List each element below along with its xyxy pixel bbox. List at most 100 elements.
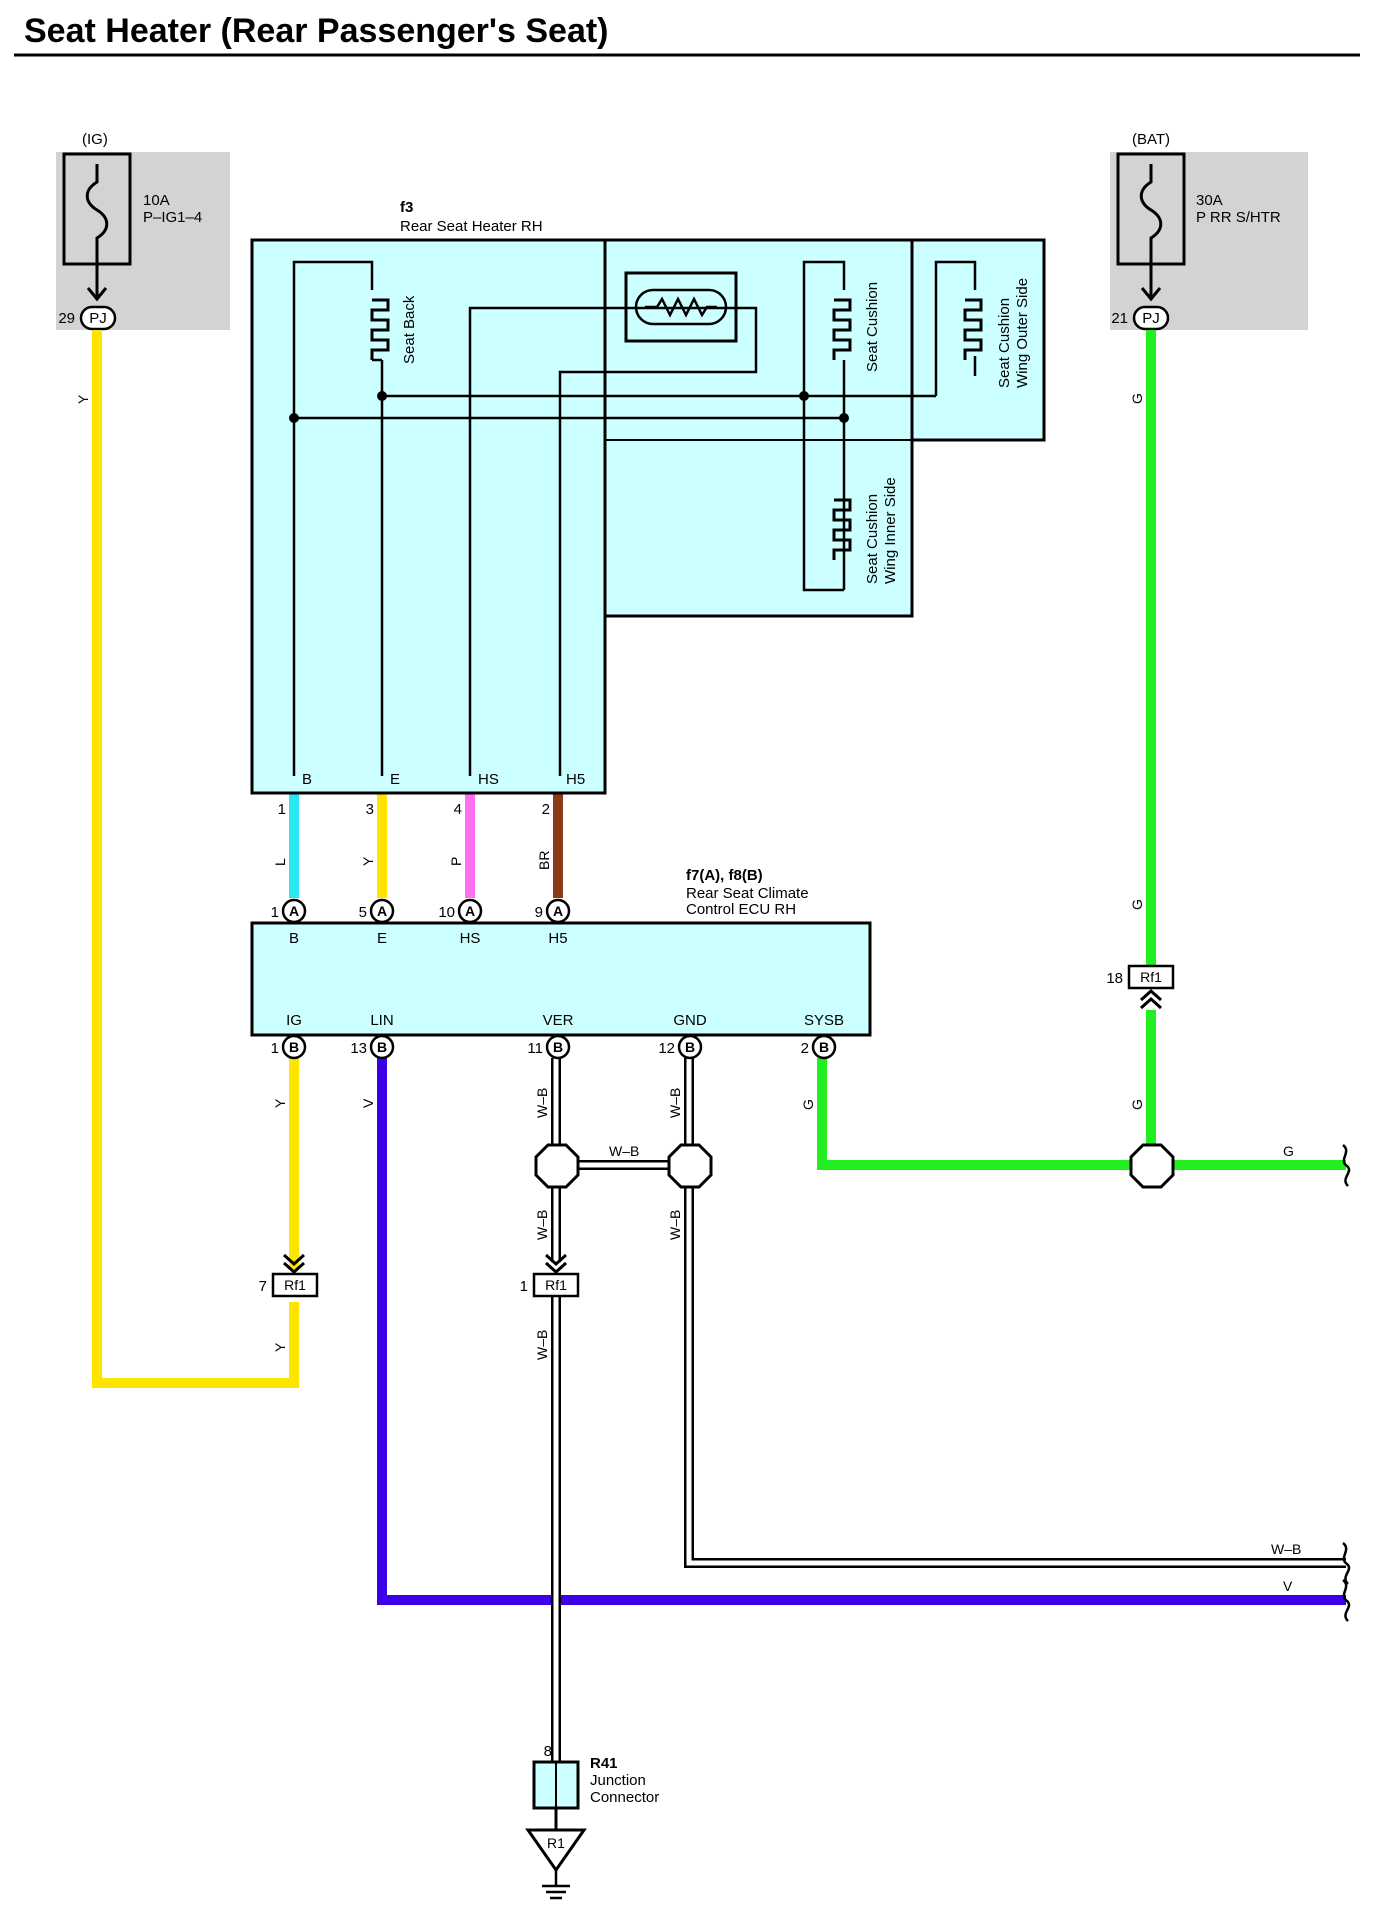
rf1-ig-name: Rf1	[284, 1277, 306, 1293]
connector-arrow-icon	[1139, 988, 1163, 1010]
junction-name-2: Connector	[590, 1789, 659, 1806]
ecu-conn-a: A	[465, 903, 475, 919]
wire-label-wb-ver-low: W–B	[534, 1210, 550, 1240]
wire-label-y: Y	[360, 856, 376, 866]
wire-yellow-ig-loop	[92, 330, 299, 1388]
wire-continuation-breaks	[1342, 1144, 1351, 1622]
rf1-ver-pin: 1	[520, 1278, 528, 1295]
ecu-terminal-e: E	[377, 930, 387, 947]
heating-element-icon	[963, 298, 983, 360]
wire-label-v-right: V	[1283, 1578, 1293, 1594]
wire-label-g-right: G	[1283, 1143, 1294, 1159]
rf1-ig-connector: Rf1 7	[259, 1253, 319, 1298]
ecu-conn-b: B	[819, 1039, 829, 1055]
splice-points	[534, 1143, 1175, 1189]
rf1-bat-name: Rf1	[1140, 969, 1162, 985]
heater-body	[250, 238, 1046, 795]
junction-dot	[377, 391, 387, 401]
fuse-ig-name: P–IG1–4	[143, 209, 202, 226]
ecu-bottom-pin: 1	[271, 1040, 279, 1057]
fuse-icon	[85, 164, 109, 266]
wire-label-y-lower: Y	[272, 1342, 288, 1352]
wire-label-wb-right: W–B	[1271, 1541, 1301, 1557]
rf1-bat-pin: 18	[1106, 970, 1123, 987]
wire-label-wb-link: W–B	[609, 1143, 639, 1159]
ecu-terminal-ver: VER	[543, 1012, 574, 1029]
ecu-terminal-ig: IG	[286, 1012, 302, 1029]
heater-terminal-e: E	[390, 771, 400, 788]
rf1-ig-pin: 7	[259, 1278, 267, 1295]
heater-terminal-hs: HS	[478, 771, 499, 788]
rf1-ver-connector: Rf1 1	[520, 1253, 580, 1298]
heater-terminal-b: B	[302, 771, 312, 788]
rf1-ver-name: Rf1	[545, 1277, 567, 1293]
fuse-bat-conn-label: PJ	[1142, 310, 1160, 327]
heater-pin-3: 3	[366, 801, 374, 818]
fuse-ig-pin: 29	[58, 310, 75, 327]
ecu-conn-b: B	[289, 1039, 299, 1055]
ecu-bottom-pin: 11	[527, 1040, 543, 1057]
fuse-ig-rating: 10A	[143, 192, 170, 209]
inner-side-label-1: Seat Cushion	[864, 494, 881, 584]
wire-label-g-sysb: G	[800, 1099, 816, 1110]
ecu-top-pin: 9	[535, 904, 543, 921]
junction-code: R41	[590, 1755, 618, 1772]
fuse-ig-group: (IG) 10A P–IG1–4 PJ 29	[56, 131, 230, 331]
ecu-terminal-lin: LIN	[370, 1012, 393, 1029]
ecu-conn-b: B	[553, 1039, 563, 1055]
ecu-terminal-sysb: SYSB	[804, 1012, 844, 1029]
ecu-bottom-pin: 2	[801, 1040, 809, 1057]
wire-label-g-low: G	[1129, 1099, 1145, 1110]
fuse-icon	[1139, 164, 1163, 266]
fuse-bat-connector	[1132, 305, 1170, 331]
ecu-top-connectors	[281, 898, 571, 924]
junction-dot	[289, 413, 299, 423]
ecu-top-pin: 5	[359, 904, 367, 921]
page-title: Seat Heater (Rear Passenger's Seat)	[24, 12, 609, 50]
junction-name-1: Junction	[590, 1772, 646, 1789]
heater-pin-4: 4	[454, 801, 462, 818]
junction-dot	[799, 391, 809, 401]
connector-arrow-icon	[544, 1253, 568, 1275]
fuse-bat-pin: 21	[1111, 310, 1128, 327]
ecu-body	[250, 921, 872, 1037]
rf1-bat-connector: Rf1 18	[1106, 964, 1175, 1010]
ecu-conn-a: A	[377, 903, 387, 919]
fuse-bat-box	[1110, 152, 1308, 330]
ecu-conn-b: B	[685, 1039, 695, 1055]
wire-label-y-ig: Y	[272, 1098, 288, 1108]
splice-gnd	[667, 1143, 713, 1189]
fuse-ig-connector	[79, 305, 117, 331]
splice-ver	[534, 1143, 580, 1189]
ecu-conn-b: B	[377, 1039, 387, 1055]
fuse-bat-source: (BAT)	[1132, 131, 1170, 148]
heater-code: f3	[400, 199, 413, 216]
wire-label-y-left: Y	[75, 394, 91, 404]
heater-name: Rear Seat Heater RH	[400, 218, 543, 235]
wire-violet-lin	[377, 1058, 1346, 1605]
ecu-name-1: Rear Seat Climate	[686, 885, 809, 902]
ground-label: R1	[547, 1835, 565, 1851]
fuse-bat-group: (BAT) 30A P RR S/HTR PJ 21	[1110, 131, 1308, 331]
ecu-bottom-pin: 12	[658, 1040, 675, 1057]
inner-side-label-2: Wing Inner Side	[882, 477, 899, 584]
seat-back-label: Seat Back	[401, 295, 418, 364]
wire-label-g-mid: G	[1129, 899, 1145, 910]
wire-label-v-lin: V	[360, 1098, 376, 1108]
heating-element-icon	[370, 298, 390, 360]
ecu-top-pin: 1	[271, 904, 279, 921]
fuse-bat-name: P RR S/HTR	[1196, 209, 1281, 226]
thermistor-box	[624, 271, 738, 343]
ecu-code: f7(A), f8(B)	[686, 867, 763, 884]
ecu-top-pin: 10	[438, 904, 455, 921]
ecu-conn-a: A	[289, 903, 299, 919]
wire-label-p: P	[448, 857, 464, 866]
ecu-bottom-connectors	[281, 1034, 837, 1060]
wire-label-wb-ground: W–B	[534, 1330, 550, 1360]
heating-element-icon	[832, 298, 852, 360]
ecu-component: f7(A), f8(B) Rear Seat Climate Control E…	[250, 867, 872, 1060]
outer-side-label-1: Seat Cushion	[996, 298, 1013, 388]
ecu-terminal-b: B	[289, 930, 299, 947]
wire-label-g-upper: G	[1129, 393, 1145, 404]
